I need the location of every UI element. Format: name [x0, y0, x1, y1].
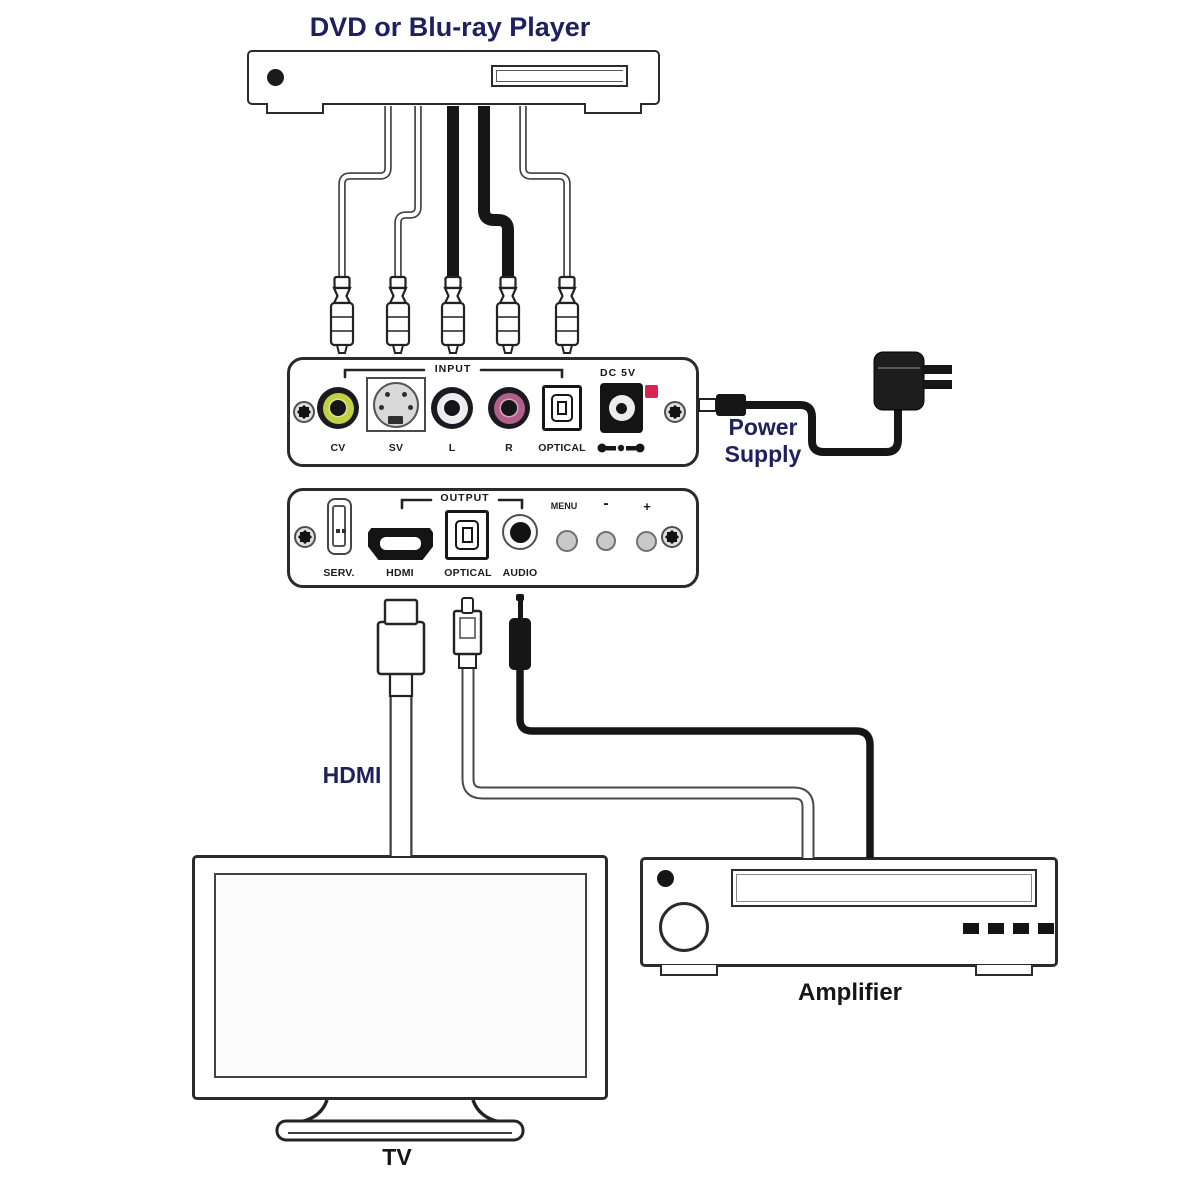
diagram-title: DVD or Blu-ray Player	[309, 12, 591, 42]
hdmi-connector-cable	[376, 598, 426, 856]
port-label-r: R	[505, 442, 513, 454]
hdmi-plug-body	[376, 620, 426, 676]
input-group-label: INPUT	[434, 363, 472, 375]
audio-plug-tip	[516, 594, 524, 601]
rca-plug	[329, 275, 355, 354]
hdmi-port	[368, 528, 433, 560]
menu-button	[556, 530, 578, 552]
amp-power-indicator	[657, 870, 674, 887]
optical-plug-neck	[458, 649, 477, 669]
amp-button	[1013, 923, 1029, 934]
amp-foot-left	[660, 965, 718, 976]
hdmi-cable-label: HDMI	[322, 762, 382, 788]
optical-input-cable	[519, 106, 571, 280]
power-prong	[922, 365, 952, 374]
output-group-label: OUTPUT	[440, 492, 490, 504]
port-label-optical-out: OPTICAL	[444, 567, 492, 579]
sv-svideo-port	[366, 377, 426, 432]
player-foot-left	[266, 103, 324, 114]
rca-plug	[440, 275, 466, 354]
optical-connector-cable	[452, 597, 815, 858]
port-label-sv: SV	[388, 442, 404, 454]
optical-output-port	[445, 510, 489, 560]
plus-button	[636, 531, 657, 552]
composite-video-cable	[338, 106, 392, 280]
player-power-indicator	[267, 69, 284, 86]
tv-label: TV	[382, 1144, 412, 1170]
hdmi-plug-neck	[388, 670, 414, 698]
hdmi-plug-tip	[383, 598, 419, 626]
power-supply-label-line1: Power	[728, 414, 798, 440]
screw-icon	[661, 526, 683, 548]
amplifier-label: Amplifier	[797, 979, 902, 1006]
optical-input-port	[542, 385, 582, 431]
disc-tray	[491, 65, 628, 87]
port-label-l: L	[448, 442, 456, 454]
audio-plug-cable	[509, 594, 874, 858]
svideo-cable	[394, 106, 422, 280]
power-plug-tip	[698, 398, 717, 412]
amp-volume-knob	[659, 902, 709, 952]
power-supply-label: Power Supply	[703, 414, 823, 468]
rca-plugs	[329, 275, 580, 354]
power-prong	[922, 380, 952, 389]
power-led	[645, 385, 658, 398]
power-adapter-body	[873, 351, 925, 411]
svideo-pin	[379, 405, 384, 410]
player-foot-right	[584, 103, 642, 114]
svideo-key-slot	[388, 416, 403, 424]
audio-right-cable	[478, 106, 514, 280]
tv	[192, 855, 608, 1100]
optical-plug-body	[452, 609, 483, 656]
tv-stand	[275, 1099, 525, 1142]
audio-right-jack	[488, 387, 530, 429]
audio-output-port	[502, 514, 538, 550]
dc-voltage-label: DC 5V	[600, 367, 636, 379]
svideo-pin	[402, 392, 407, 397]
port-label-audio: AUDIO	[502, 567, 538, 579]
tv-stand-base	[275, 1119, 525, 1142]
port-label-serv: SERV.	[323, 567, 355, 579]
amp-button	[1038, 923, 1054, 934]
audio-left-jack	[431, 387, 473, 429]
port-label-optical: OPTICAL	[538, 442, 586, 454]
cv-composite-jack	[317, 387, 359, 429]
menu-button-label: MENU	[550, 501, 578, 511]
screw-icon	[294, 526, 316, 548]
converter-output-panel: MENU - + SERV. HDMI OPTICAL AUDIO	[287, 488, 699, 588]
optical-plug-tip	[461, 597, 474, 614]
converter-input-panel: DC 5V CV SV L R OPTICAL	[287, 357, 699, 467]
minus-button-label: -	[603, 495, 609, 512]
rca-plug	[385, 275, 411, 354]
port-label-hdmi: HDMI	[386, 567, 414, 579]
screw-icon	[293, 401, 315, 423]
dvd-player	[247, 50, 660, 105]
plus-button-label: +	[643, 499, 651, 514]
minus-button	[596, 531, 616, 551]
screw-icon	[664, 401, 686, 423]
amp-display	[731, 869, 1037, 907]
rca-plug	[554, 275, 580, 354]
rca-plug	[495, 275, 521, 354]
amp-button	[988, 923, 1004, 934]
tv-screen	[214, 873, 587, 1078]
serv-usb-port	[327, 498, 352, 555]
power-plug	[716, 394, 746, 416]
amp-button	[963, 923, 979, 934]
svideo-pin	[408, 405, 413, 410]
dc-power-jack	[600, 383, 643, 433]
power-supply-label-line2: Supply	[724, 441, 802, 467]
audio-plug-body	[509, 618, 531, 670]
amp-foot-right	[975, 965, 1033, 976]
port-label-cv: CV	[330, 442, 346, 454]
disc-tray-slot	[496, 70, 623, 82]
svideo-pin	[385, 392, 390, 397]
amplifier	[640, 857, 1058, 967]
